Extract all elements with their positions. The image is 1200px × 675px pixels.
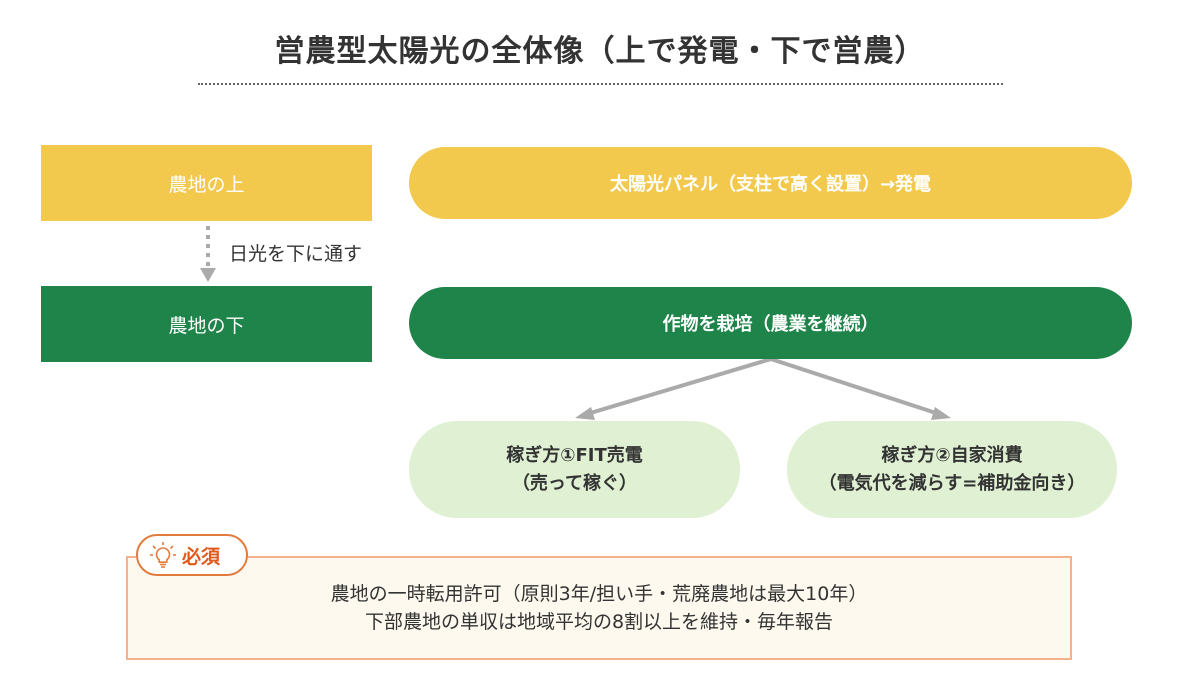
branch-arrow-left <box>586 357 772 416</box>
branch-arrowhead-right <box>931 407 951 420</box>
layer-label-bottom-text: 農地の下 <box>168 314 245 337</box>
solar-panel-text: 太陽光パネル（支柱で高く設置）→発電 <box>609 174 932 195</box>
earning-method-fit-title: 稼ぎ方①FIT売電 <box>506 444 643 466</box>
title-divider <box>198 83 1003 85</box>
page-title: 営農型太陽光の全体像（上で発電・下で営農） <box>274 34 926 69</box>
earning-method-self-subtitle: （電気代を減らす=補助金向き） <box>818 472 1086 494</box>
earning-method-self-consumption: 稼ぎ方②自家消費 （電気代を減らす=補助金向き） <box>787 421 1117 518</box>
sunlight-label: 日光を下に通す <box>229 243 363 265</box>
earning-method-fit-subtitle: （売って稼ぐ） <box>511 472 638 494</box>
layer-label-bottom: 農地の下 <box>41 286 372 362</box>
branch-arrow-right <box>770 357 940 416</box>
lightbulb-icon <box>150 542 176 568</box>
required-badge-label: 必須 <box>182 545 221 568</box>
requirement-line-1: 農地の一時転用許可（原則3年/担い手・荒廃農地は最大10年） <box>330 583 868 605</box>
requirements-box: 農地の一時転用許可（原則3年/担い手・荒廃農地は最大10年） 下部農地の単収は地… <box>126 556 1072 660</box>
required-badge: 必須 <box>136 534 248 576</box>
branch-arrowhead-left <box>575 407 595 420</box>
requirement-line-2: 下部農地の単収は地域平均の8割以上を維持・毎年報告 <box>364 611 834 633</box>
earning-method-self-title: 稼ぎ方②自家消費 <box>881 444 1023 466</box>
sunlight-arrowhead <box>200 268 216 282</box>
earning-method-fit: 稼ぎ方①FIT売電 （売って稼ぐ） <box>409 421 740 518</box>
crop-cultivation-text: 作物を栽培（農業を継続） <box>662 314 879 335</box>
solar-panel-pill: 太陽光パネル（支柱で高く設置）→発電 <box>409 147 1132 219</box>
layer-label-top-text: 農地の上 <box>168 173 245 196</box>
layer-label-top: 農地の上 <box>41 145 372 221</box>
crop-cultivation-pill: 作物を栽培（農業を継続） <box>409 287 1132 359</box>
